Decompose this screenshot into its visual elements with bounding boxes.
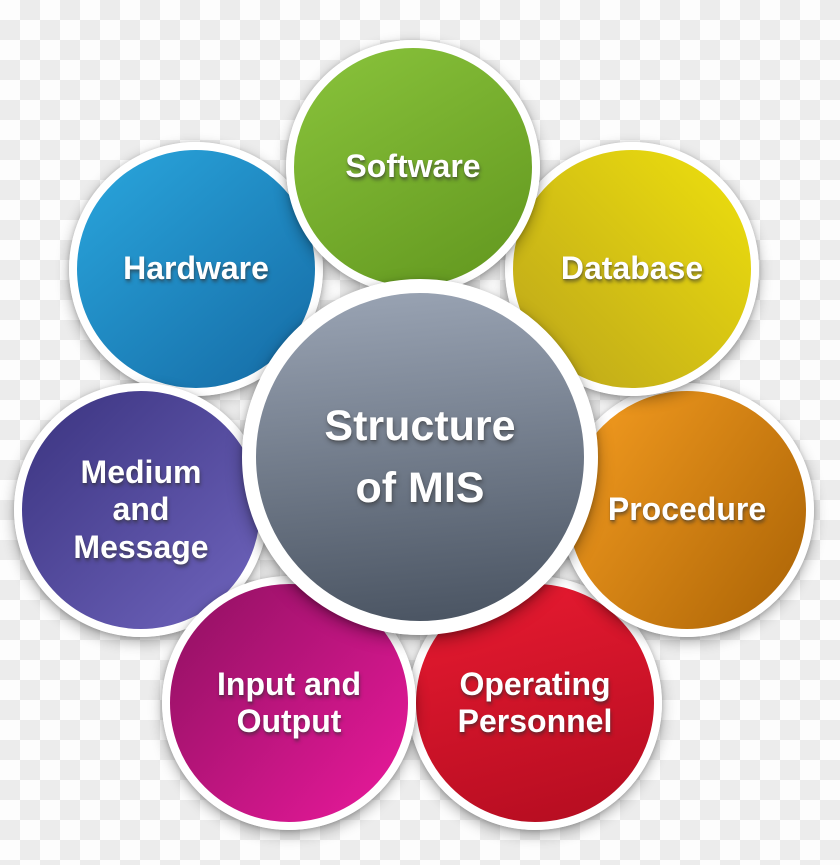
petal-operating-personnel-label: Operating Personnel	[457, 665, 613, 739]
petal-medium-and-message-label: Medium and Message	[73, 453, 209, 565]
petal-hardware: Hardware	[69, 142, 323, 396]
petal-hardware-label: Hardware	[123, 250, 269, 287]
petal-input-and-output-label: Input and Output	[217, 665, 361, 739]
petal-medium-and-message: Medium and Message	[14, 383, 268, 637]
petal-database-label: Database	[560, 250, 704, 287]
petal-procedure: Procedure	[560, 383, 814, 637]
petal-procedure-label: Procedure	[607, 491, 767, 528]
diagram-title: Structure of MIS	[324, 401, 516, 512]
petal-software-label: Software	[345, 148, 481, 185]
petal-software: Software	[286, 40, 540, 294]
petal-operating-personnel: Operating Personnel	[408, 576, 662, 830]
petal-input-and-output: Input and Output	[162, 576, 416, 830]
center-circle: Structure of MIS	[242, 279, 598, 635]
